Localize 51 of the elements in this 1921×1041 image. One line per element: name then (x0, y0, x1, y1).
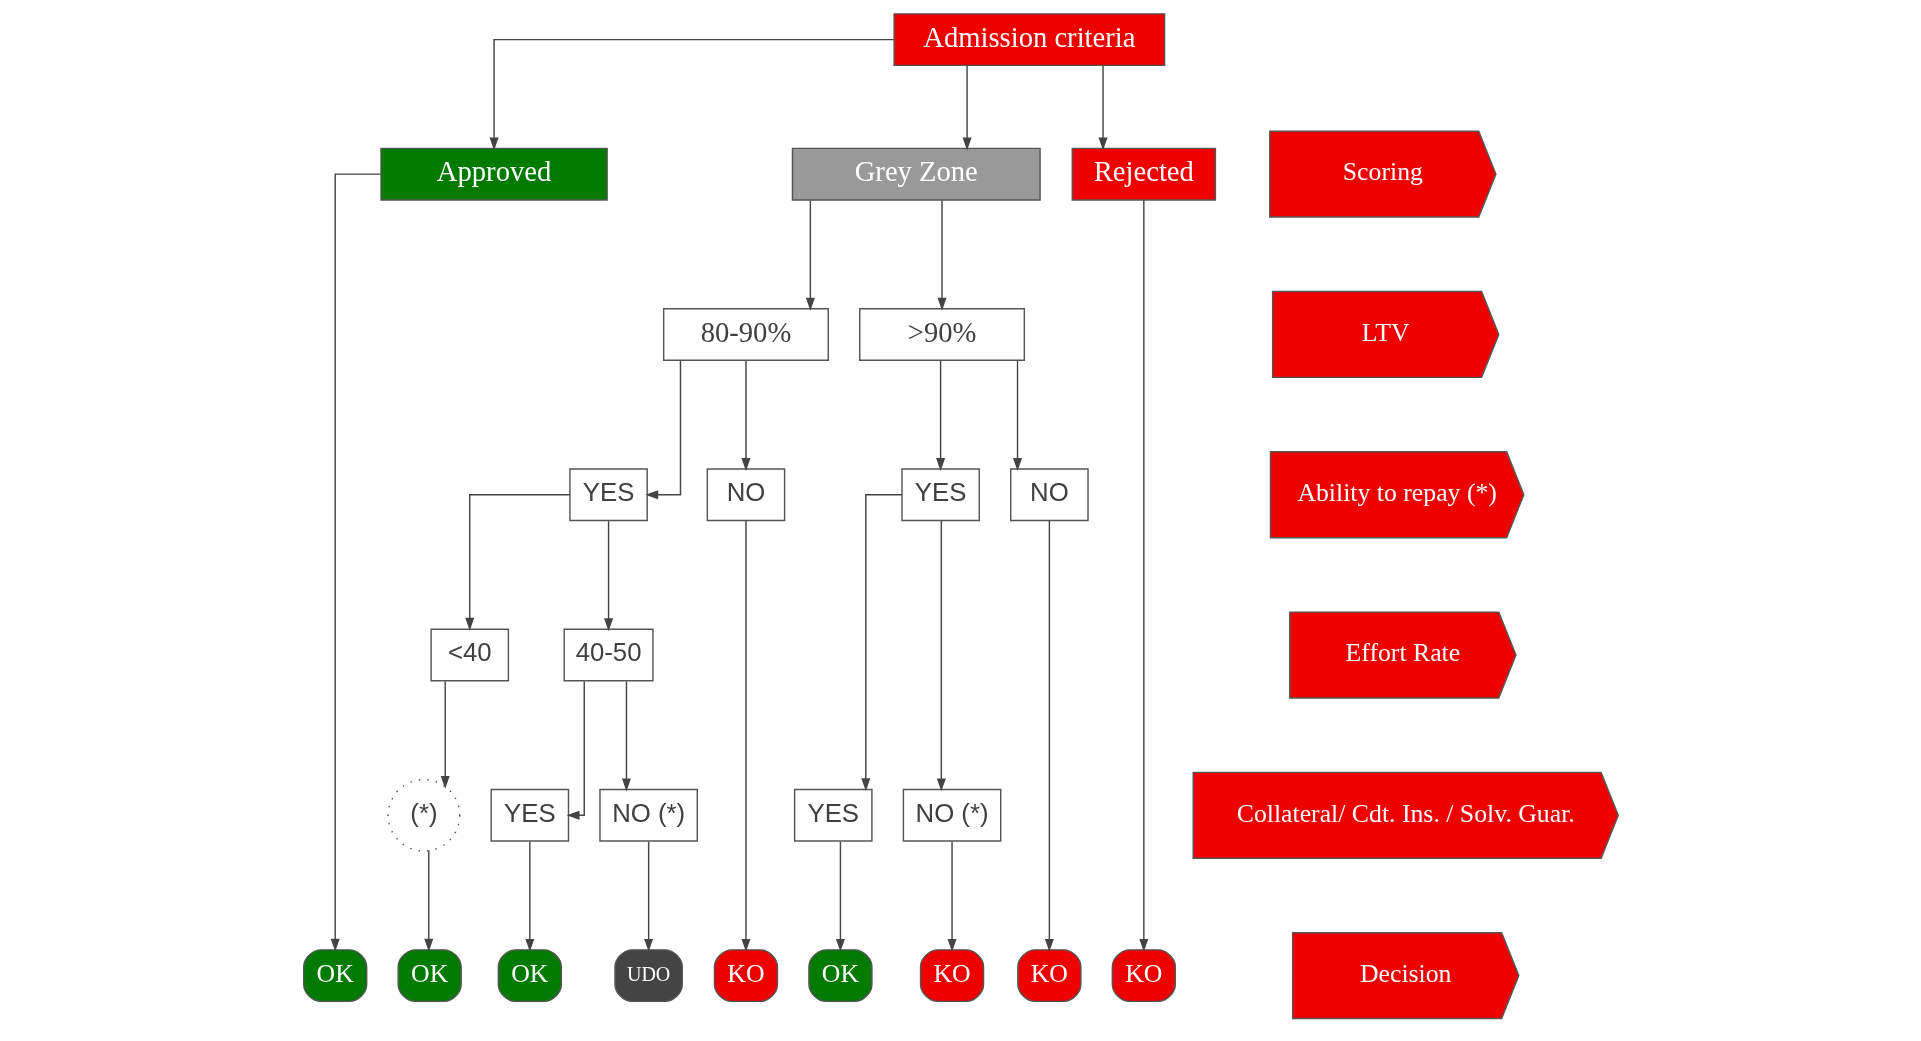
node-box: NO (*) (902, 788, 1001, 842)
node-box: NO (*) (598, 788, 698, 842)
node-box: OK (396, 949, 462, 1003)
node-box: <40 (429, 628, 509, 682)
node-box: KO (1016, 949, 1082, 1003)
node-box: 40-50 (563, 628, 654, 682)
node-box: OK (497, 949, 562, 1003)
node-box: KO (919, 949, 984, 1003)
node-box: OK (302, 949, 367, 1003)
node-box: >90% (858, 307, 1025, 361)
arrow (962, 64, 972, 151)
arrow (1044, 519, 1054, 952)
arrow (644, 360, 681, 500)
arrow (621, 680, 631, 792)
arrow (835, 841, 845, 952)
node-box: NO (1009, 468, 1089, 522)
arrow (740, 519, 750, 952)
arrow (603, 520, 613, 632)
arrow (440, 680, 450, 789)
arrow (936, 520, 946, 792)
node-box: YES (900, 468, 980, 522)
node-box: Rejected (1071, 147, 1216, 201)
arrow (947, 841, 957, 952)
arrow (1098, 64, 1108, 151)
arrow (937, 199, 947, 311)
node-box: YES (568, 468, 648, 522)
node-box: 80-90% (662, 307, 829, 361)
node-box: NO (706, 468, 785, 522)
arrow (464, 494, 571, 631)
node-box: Grey Zone (791, 147, 1041, 201)
node-box: YES (490, 788, 569, 842)
arrow (489, 38, 894, 151)
arrow (860, 494, 903, 792)
arrow (566, 680, 585, 820)
arrow (330, 173, 381, 952)
node-box: OK (807, 949, 873, 1003)
arrow (643, 841, 653, 952)
node-box: Approved (379, 147, 608, 201)
arrow (524, 841, 534, 952)
arrow (740, 360, 750, 471)
arrow (935, 360, 945, 471)
arrow (1138, 199, 1148, 952)
node-box: YES (793, 788, 873, 842)
arrow (805, 199, 815, 311)
node-box: UDO (613, 949, 683, 1003)
node-box: KO (713, 949, 778, 1003)
node-box: KO (1111, 949, 1176, 1003)
node-circle: (*) (386, 778, 460, 852)
arrow (423, 849, 433, 952)
arrow (1012, 360, 1022, 471)
node-box: Admission criteria (892, 13, 1165, 67)
